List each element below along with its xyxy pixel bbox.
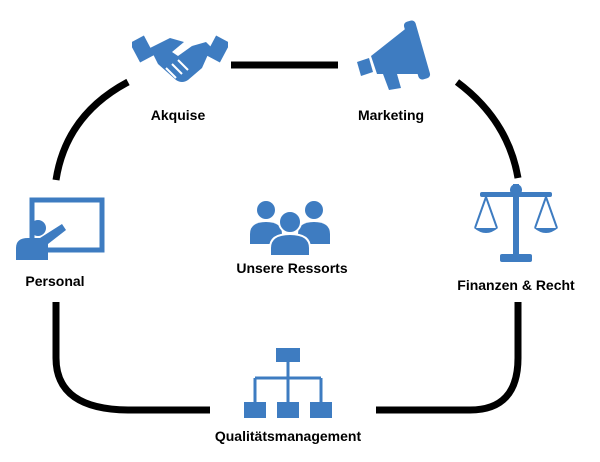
node-label-marketing: Marketing: [357, 107, 425, 123]
node-label-finanzen: Finanzen & Recht: [457, 277, 575, 293]
connector-marketing-finanzen: [454, 79, 522, 179]
connector-personal-akquise: [52, 78, 130, 181]
org-chart-icon: [244, 348, 332, 418]
node-label-personal: Personal: [25, 273, 85, 289]
node-label-qualitaet: Qualitätsmanagement: [214, 428, 362, 444]
center-label: Unsere Ressorts: [236, 260, 348, 276]
connector-finanzen-qualitaet: [376, 302, 522, 414]
node-label-akquise: Akquise: [150, 107, 206, 123]
presentation-icon: [16, 197, 105, 260]
handshake-icon: [132, 35, 228, 82]
connector-qualitaet-personal: [52, 302, 210, 414]
megaphone-icon: [357, 20, 431, 90]
team-icon: [250, 201, 330, 256]
scales-icon: [474, 184, 558, 262]
